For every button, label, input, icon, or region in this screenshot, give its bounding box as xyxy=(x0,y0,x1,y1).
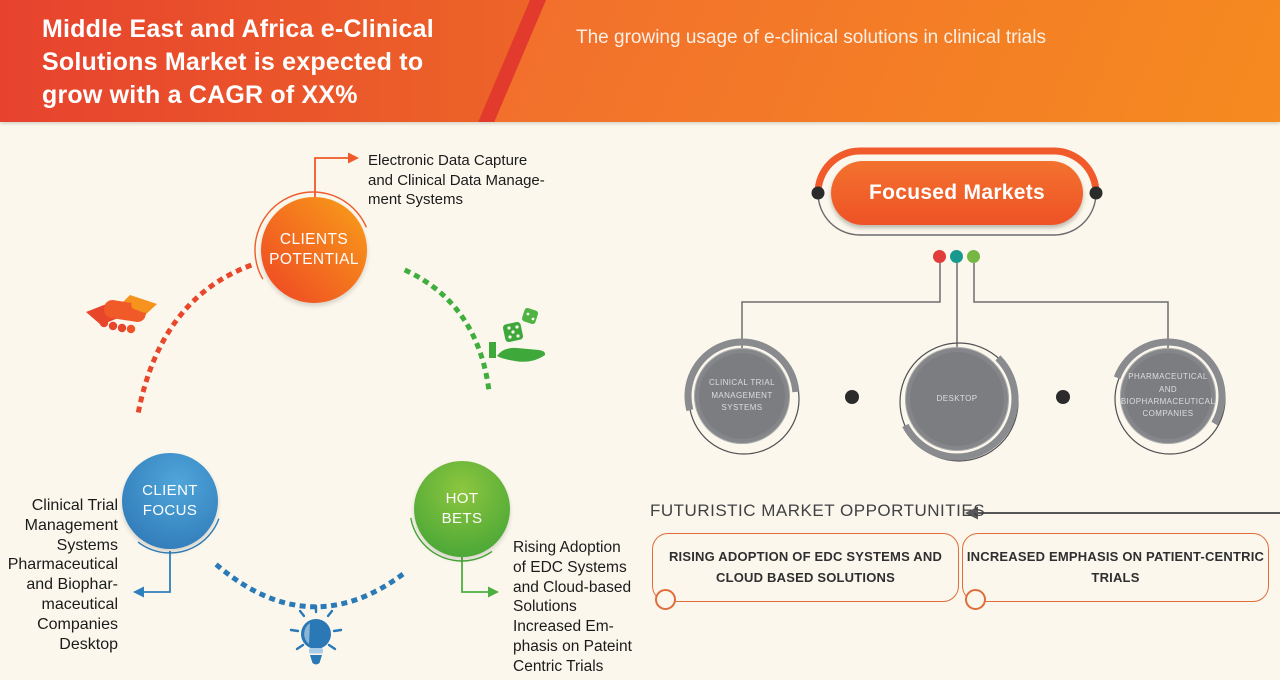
clients-potential-bubble: CLIENTS POTENTIAL xyxy=(261,197,367,303)
blue-dotted-arc xyxy=(214,562,411,610)
lightbulb-icon xyxy=(289,604,343,665)
hand-dice-icon xyxy=(489,307,546,362)
opportunity-box-patient-centric: INCREASED EMPHASIS ON PATIENT-CENTRIC TR… xyxy=(962,533,1269,602)
opportunity-box-label: INCREASED EMPHASIS ON PATIENT-CENTRIC TR… xyxy=(966,549,1265,585)
header-banner: Middle East and Africa e-Clinical Soluti… xyxy=(0,0,1280,122)
client-focus-bubble: CLIENT FOCUS xyxy=(122,453,218,549)
market-node-ctms: CLINICAL TRIAL MANAGEMENT SYSTEMS xyxy=(694,348,790,444)
opportunities-arrow xyxy=(965,506,1280,520)
opportunity-box-edc: RISING ADOPTION OF EDC SYSTEMS AND CLOUD… xyxy=(652,533,959,602)
focused-markets-dot-teal xyxy=(950,250,963,263)
market-node-label: CLINICAL TRIAL MANAGEMENT SYSTEMS xyxy=(708,378,776,413)
focused-markets-dot-red xyxy=(933,250,946,263)
opportunity-box-ring xyxy=(965,589,986,610)
clients-potential-label: CLIENTS POTENTIAL xyxy=(269,231,359,268)
hot-bets-bubble: HOT BETS xyxy=(414,461,510,557)
orange-dotted-arc xyxy=(135,262,253,417)
focused-markets-dot-green xyxy=(967,250,980,263)
handshake-icon xyxy=(86,295,157,334)
market-node-pharma: PHARMACEUTICAL AND BIOPHARMACEUTICAL COM… xyxy=(1120,348,1216,444)
opportunity-box-label: RISING ADOPTION OF EDC SYSTEMS AND CLOUD… xyxy=(668,549,943,585)
green-dotted-arc xyxy=(403,267,492,394)
focused-markets-title: Focused Markets xyxy=(868,181,1046,204)
page-title: Middle East and Africa e-Clinical Soluti… xyxy=(42,15,434,109)
focused-markets-pill: Focused Markets xyxy=(831,161,1083,225)
separator-dot xyxy=(845,390,859,404)
hot-bets-note: Rising Adoption of EDC Systems and Cloud… xyxy=(513,539,632,675)
hot-bets-label: HOT BETS xyxy=(441,490,483,527)
focused-markets-bracket xyxy=(741,263,1169,348)
header-subtitle: The growing usage of e-clinical solution… xyxy=(576,27,1046,48)
opportunities-heading: FUTURISTIC MARKET OPPORTUNITIES xyxy=(650,501,986,520)
separator-dot xyxy=(1056,390,1070,404)
client-focus-note: Clinical Trial Management Systems Pharma… xyxy=(7,497,118,653)
market-node-label: PHARMACEUTICAL AND BIOPHARMACEUTICAL COM… xyxy=(1120,372,1216,419)
client-focus-label: CLIENT FOCUS xyxy=(142,482,198,519)
header-right-panel xyxy=(494,0,1280,122)
clients-potential-note: Electronic Data Capture and Clinical Dat… xyxy=(368,152,545,208)
opportunity-box-ring xyxy=(655,589,676,610)
market-node-label: DESKTOP xyxy=(936,393,978,403)
market-node-desktop: DESKTOP xyxy=(905,347,1009,451)
